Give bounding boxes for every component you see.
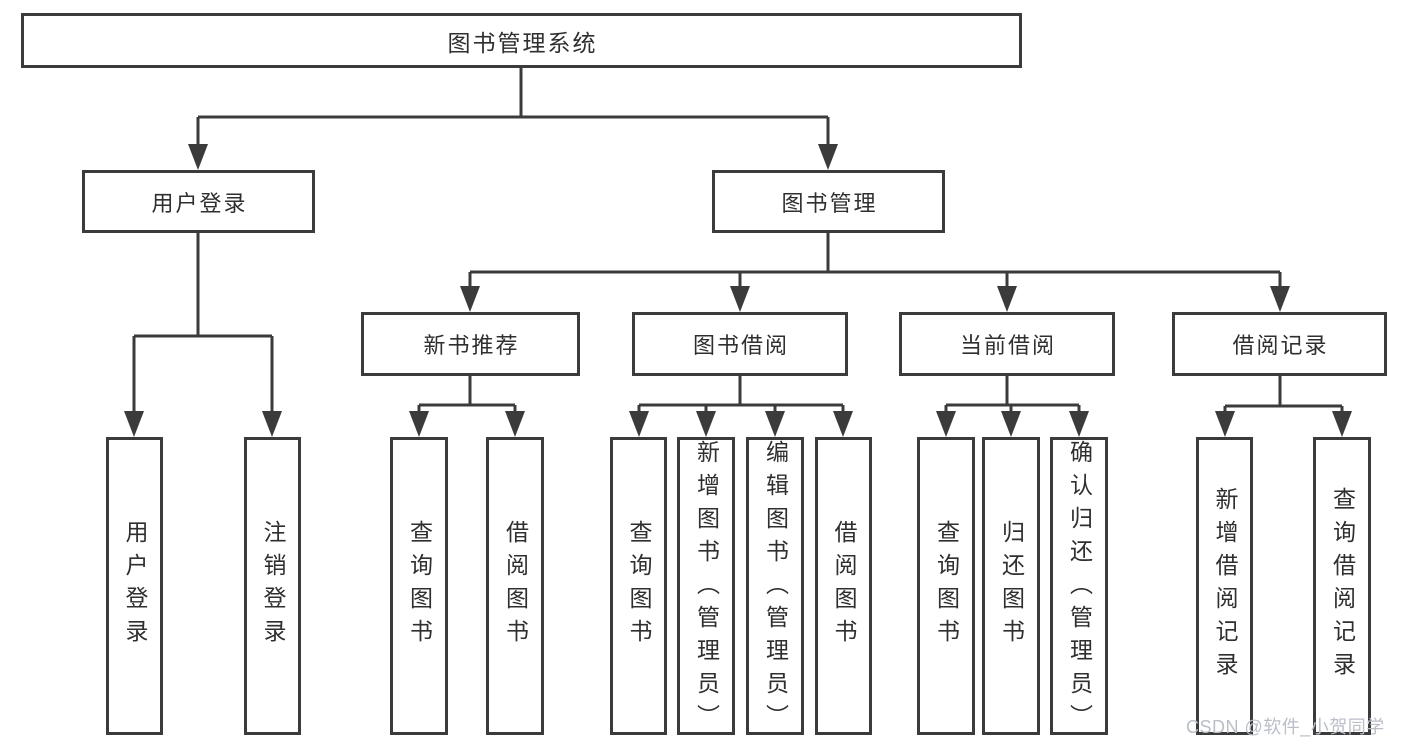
arrowhead-icons (124, 144, 1352, 437)
leaf-query-borrow-record: 查询借阅记录 (1313, 437, 1371, 735)
leaf-query-books-borrowing: 查询图书 (610, 437, 667, 735)
node-current-borrowing: 当前借阅 (899, 312, 1115, 376)
leaf-add-borrow-record-label: 新增借阅记录 (1212, 487, 1238, 685)
leaf-confirm-return-admin: 确认归还（管理员） (1050, 437, 1108, 737)
leaf-add-books-admin: 新增图书（管理员） (677, 437, 735, 737)
leaf-borrow-books: 借阅图书 (815, 437, 872, 735)
node-book-management: 图书管理 (712, 170, 945, 233)
leaf-query-books-borrowing-label: 查询图书 (626, 520, 652, 652)
leaf-add-books-admin-label: 新增图书（管理员） (693, 440, 720, 737)
leaf-user-login-label: 用户登录 (122, 520, 148, 652)
leaf-edit-books-admin: 编辑图书（管理员） (746, 437, 804, 737)
leaf-add-borrow-record: 新增借阅记录 (1196, 437, 1253, 735)
connector-book-borrow-to-children (637, 376, 845, 414)
node-root-library-system: 图书管理系统 (21, 13, 1022, 68)
leaf-edit-books-admin-label: 编辑图书（管理员） (762, 440, 789, 737)
leaf-borrow-books-recommend: 借阅图书 (486, 437, 544, 735)
leaf-return-books-label: 归还图书 (998, 520, 1025, 652)
connector-lines (132, 68, 1344, 414)
connector-borrow-records-to-children (1223, 376, 1344, 414)
leaf-query-books-current: 查询图书 (917, 437, 975, 735)
leaf-return-books: 归还图书 (982, 437, 1040, 735)
connector-new-book-to-children (417, 376, 517, 414)
node-book-borrowing: 图书借阅 (632, 312, 848, 376)
leaf-logout-label: 注销登录 (260, 520, 286, 652)
csdn-watermark: CSDN @软件_小贺同学 (1186, 717, 1385, 737)
node-user-login: 用户登录 (82, 170, 315, 233)
leaf-borrow-books-recommend-label: 借阅图书 (502, 520, 529, 652)
leaf-user-login: 用户登录 (106, 437, 163, 735)
leaf-query-borrow-record-label: 查询借阅记录 (1329, 487, 1356, 685)
leaf-query-books-current-label: 查询图书 (933, 520, 960, 652)
leaf-query-books-recommend: 查询图书 (390, 437, 448, 735)
node-new-book-recommend: 新书推荐 (361, 312, 580, 376)
leaf-query-books-recommend-label: 查询图书 (406, 520, 433, 652)
leaf-logout: 注销登录 (244, 437, 301, 735)
connector-user-login-to-children (132, 233, 274, 414)
node-borrow-records: 借阅记录 (1172, 312, 1387, 376)
connector-current-borrow-to-children (944, 376, 1081, 414)
connector-book-management-to-children (468, 233, 1282, 289)
leaf-confirm-return-admin-label: 确认归还（管理员） (1066, 440, 1093, 737)
leaf-borrow-books-label: 借阅图书 (831, 520, 857, 652)
connector-root-to-level2 (196, 68, 830, 146)
